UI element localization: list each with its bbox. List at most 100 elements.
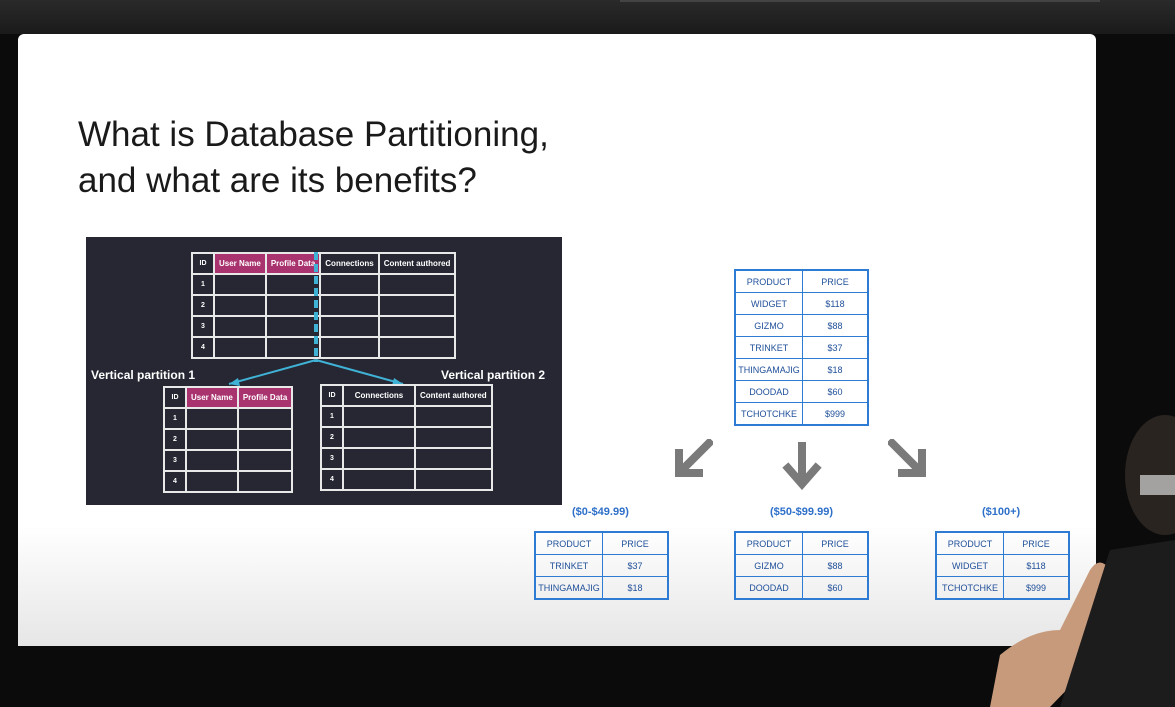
- id-cell: 2: [191, 294, 215, 317]
- header-cell: Connections: [319, 252, 380, 275]
- title-line-2: and what are its benefits?: [78, 161, 477, 200]
- table-row: 3: [320, 447, 493, 470]
- id-cell: 1: [163, 407, 187, 430]
- header-cell: User Name: [213, 252, 267, 275]
- header-row: PRODUCT PRICE: [734, 269, 869, 293]
- price-cell: $88: [802, 314, 869, 337]
- presenter-image: [990, 415, 1175, 707]
- arrow-down-right-icon: [888, 439, 926, 477]
- table-row: WIDGET$118: [734, 292, 869, 315]
- slide-title: What is Database Partitioning, and what …: [78, 112, 549, 204]
- id-cell: 4: [163, 470, 187, 493]
- price-cell: $18: [802, 358, 869, 381]
- table-row: WIDGET$118: [935, 554, 1070, 577]
- presentation-slide: What is Database Partitioning, and what …: [18, 34, 1096, 646]
- partition-1-table: ID User Name Profile Data 1 2 3 4: [163, 386, 294, 493]
- table-row: 4: [320, 468, 493, 491]
- partition-range-label: ($50-$99.99): [770, 506, 833, 518]
- price-cell: $37: [602, 554, 669, 577]
- table-row: 3: [163, 449, 294, 472]
- header-cell: PRODUCT: [734, 269, 803, 293]
- vertical-partition-1-label: Vertical partition 1: [91, 368, 196, 382]
- table-row: GIZMO$88: [734, 554, 869, 577]
- product-cell: GIZMO: [734, 314, 803, 337]
- product-cell: GIZMO: [734, 554, 803, 577]
- partition-table-mid: PRODUCT PRICE GIZMO$88 DOODAD$60: [734, 531, 869, 600]
- partition-table-low: PRODUCT PRICE TRINKET$37 THINGAMAJIG$18: [534, 531, 669, 600]
- split-line: [314, 252, 318, 362]
- product-cell: DOODAD: [734, 576, 803, 600]
- product-cell: TRINKET: [534, 554, 603, 577]
- price-cell: $60: [802, 576, 869, 600]
- vertical-partition-diagram: ID User Name Profile Data Connections Co…: [86, 237, 562, 505]
- product-cell: THINGAMAJIG: [734, 358, 803, 381]
- table-row: TRINKET$37: [734, 336, 869, 359]
- table-row: 1: [320, 405, 493, 428]
- partition-range-label: ($100+): [982, 506, 1021, 518]
- arrow-down-left-icon: [675, 439, 713, 477]
- id-cell: 3: [191, 315, 215, 338]
- product-price-table: PRODUCT PRICE WIDGET$118 GIZMO$88 TRINKE…: [734, 269, 869, 426]
- header-cell: ID: [191, 252, 215, 275]
- id-cell: 3: [320, 447, 344, 470]
- product-cell: TCHOTCHKE: [734, 402, 803, 426]
- source-header-row: ID User Name Profile Data Connections Co…: [191, 252, 457, 275]
- table-row: TRINKET$37: [534, 554, 669, 577]
- price-cell: $999: [1003, 576, 1070, 600]
- product-cell: TCHOTCHKE: [935, 576, 1004, 600]
- video-top-bar: [0, 0, 1175, 34]
- header-cell: PRICE: [802, 269, 869, 293]
- id-cell: 3: [163, 449, 187, 472]
- partition-range-label: ($0-$49.99): [572, 506, 629, 518]
- product-cell: TRINKET: [734, 336, 803, 359]
- price-cell: $118: [802, 292, 869, 315]
- price-cell: $118: [1003, 554, 1070, 577]
- product-cell: WIDGET: [734, 292, 803, 315]
- header-cell: PRICE: [802, 531, 869, 555]
- table-row: 2: [163, 428, 294, 451]
- table-row: TCHOTCHKE$999: [734, 402, 869, 426]
- header-cell: User Name: [185, 386, 239, 409]
- id-cell: 4: [191, 336, 215, 359]
- header-cell: PRODUCT: [534, 531, 603, 555]
- table-row: TCHOTCHKE$999: [935, 576, 1070, 600]
- table-row: 1: [191, 273, 457, 296]
- arrow-down-icon: [782, 442, 822, 490]
- split-connectors: [228, 359, 404, 386]
- top-strip: [620, 0, 1100, 2]
- header-row: PRODUCT PRICE: [734, 531, 869, 555]
- header-row: PRODUCT PRICE: [935, 531, 1070, 555]
- table-row: 4: [163, 470, 294, 493]
- price-cell: $60: [802, 380, 869, 403]
- header-cell: Content authored: [414, 384, 493, 407]
- price-cell: $18: [602, 576, 669, 600]
- id-cell: 1: [191, 273, 215, 296]
- table-row: GIZMO$88: [734, 314, 869, 337]
- table-row: 4: [191, 336, 457, 359]
- price-cell: $88: [802, 554, 869, 577]
- header-cell: ID: [163, 386, 187, 409]
- product-cell: WIDGET: [935, 554, 1004, 577]
- header-cell: PRICE: [602, 531, 669, 555]
- product-cell: DOODAD: [734, 380, 803, 403]
- id-cell: 2: [163, 428, 187, 451]
- header-row: ID Connections Content authored: [320, 384, 493, 407]
- header-row: PRODUCT PRICE: [534, 531, 669, 555]
- partition-2-table: ID Connections Content authored 1 2 3 4: [320, 384, 493, 491]
- source-table: ID User Name Profile Data Connections Co…: [191, 252, 457, 359]
- table-row: 2: [191, 294, 457, 317]
- table-row: DOODAD$60: [734, 576, 869, 600]
- header-cell: Profile Data: [264, 252, 322, 275]
- header-cell: ID: [320, 384, 344, 407]
- id-cell: 2: [320, 426, 344, 449]
- header-row: ID User Name Profile Data: [163, 386, 294, 409]
- table-row: DOODAD$60: [734, 380, 869, 403]
- table-row: THINGAMAJIG$18: [734, 358, 869, 381]
- table-row: THINGAMAJIG$18: [534, 576, 669, 600]
- title-line-1: What is Database Partitioning,: [78, 115, 549, 154]
- header-cell: Connections: [342, 384, 416, 407]
- product-cell: THINGAMAJIG: [534, 576, 603, 600]
- header-cell: Content authored: [377, 252, 457, 275]
- table-row: 2: [320, 426, 493, 449]
- id-cell: 4: [320, 468, 344, 491]
